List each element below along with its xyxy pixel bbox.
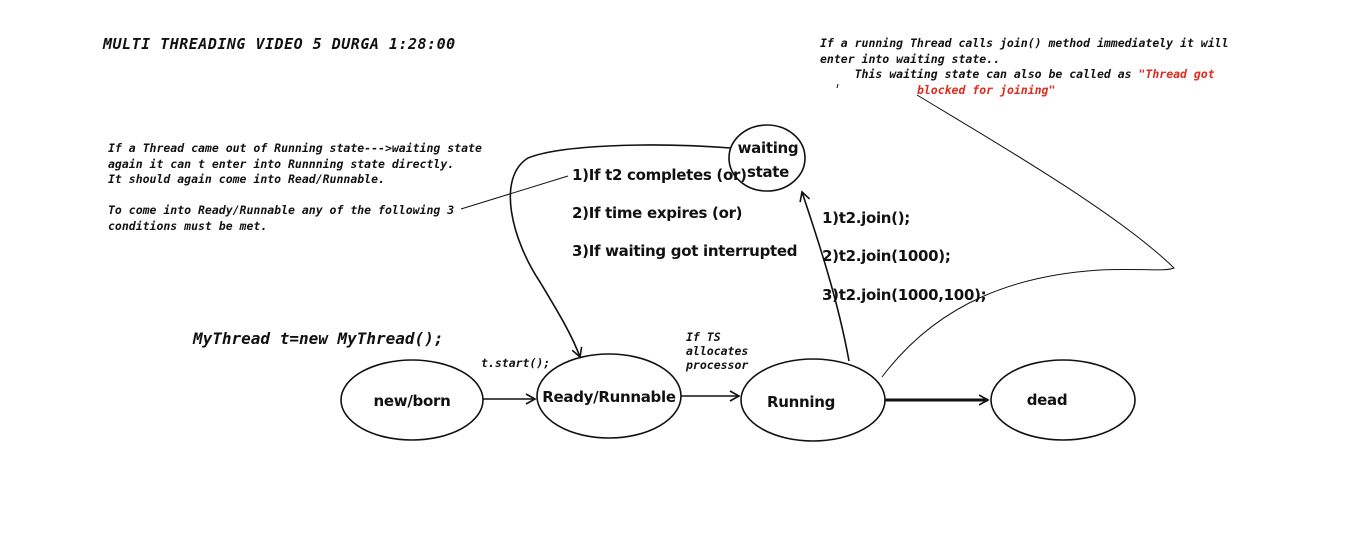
label-new-born: new/born (373, 392, 451, 410)
join-explanation-note: If a running Thread calls join() method … (820, 36, 1229, 98)
join-note-highlight-2: blocked for joining" (916, 82, 1056, 97)
waiting-note-line-3: It should again come into Read/Runnable. (108, 172, 385, 186)
label-dead: dead (1026, 391, 1068, 409)
waiting-note-line-5: conditions must be met. (108, 218, 268, 233)
join-note-line-1: If a running Thread calls join() method … (820, 36, 1229, 50)
edge-waiting-to-ready (509, 144, 732, 359)
condition-3: 3)If waiting got interrupted (572, 242, 798, 260)
thread-creation-code: MyThread t=new MyThread(); (193, 329, 444, 348)
ts-line-1: If TS (686, 330, 721, 344)
node-new-born (340, 359, 484, 441)
waiting-label-line-1: waiting (737, 139, 799, 157)
condition-2: 2)If time expires (or) (572, 204, 743, 222)
waiting-note-line-2: again it can t enter into Runnning state… (108, 156, 455, 171)
label-ready-runnable: Ready/Runnable (542, 388, 676, 406)
label-waiting-state: waiting state (738, 136, 799, 184)
join-call-1: 1)t2.join(); (822, 209, 910, 227)
edge-label-scheduler: If TS allocates processor (686, 330, 748, 372)
join-call-3: 3)t2.join(1000,100); (822, 286, 987, 304)
join-note-line-3: This waiting state can also be called as (820, 67, 1139, 81)
join-note-line-2: enter into waiting state.. (820, 51, 1001, 66)
join-note-highlight-1: "Thread got (1138, 67, 1215, 81)
edge-label-start: t.start(); (481, 356, 551, 370)
ts-line-2: allocates (686, 344, 749, 358)
waiting-explanation-note: If a Thread came out of Running state---… (108, 141, 482, 234)
node-waiting-state (728, 124, 806, 192)
node-dead (990, 359, 1136, 441)
connector-note-to-conditions (460, 175, 569, 210)
stray-tick-mark (836, 83, 839, 89)
label-running: Running (766, 393, 836, 411)
waiting-label-line-2: state (746, 163, 790, 181)
waiting-note-line-1: If a Thread came out of Running state---… (108, 141, 482, 155)
ts-line-3: processor (686, 358, 749, 372)
edge-running-to-waiting (799, 190, 850, 362)
connector-running-to-top-note (881, 94, 1175, 378)
join-call-2: 2)t2.join(1000); (822, 247, 951, 265)
waiting-note-line-4: To come into Ready/Runnable any of the f… (108, 203, 455, 217)
page-title: MULTI THREADING VIDEO 5 DURGA 1:28:00 (103, 35, 456, 53)
condition-1: 1)If t2 completes (or) (572, 166, 747, 184)
